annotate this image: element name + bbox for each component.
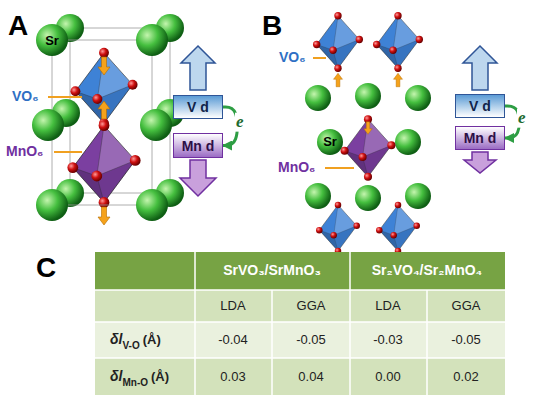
row-label-subscript: Mn-O bbox=[122, 377, 148, 388]
energy-up-arrow bbox=[181, 46, 215, 90]
energy-level-box: V d bbox=[455, 94, 505, 118]
octahedron-label: VO₆ bbox=[12, 89, 39, 104]
octahedron-label: MnO₆ bbox=[278, 160, 315, 175]
energy-level-box: Mn d bbox=[173, 133, 223, 158]
mno6-octahedron bbox=[341, 115, 396, 181]
panel-letter: A bbox=[8, 11, 28, 42]
table-header: SrVO₃/SrMnO₃ bbox=[223, 263, 321, 278]
row-label-subscript: V-O bbox=[122, 340, 139, 351]
atom-label: Sr bbox=[45, 34, 59, 48]
table-header: Sr₂VO₄/Sr₂MnO₄ bbox=[372, 263, 483, 278]
distortion-arrow bbox=[334, 73, 403, 134]
energy-level-box: V d bbox=[173, 95, 223, 119]
level-label: V d bbox=[187, 99, 209, 115]
leader-line bbox=[325, 167, 354, 169]
panel-letter: B bbox=[262, 11, 282, 42]
row-label: δl bbox=[110, 332, 122, 347]
vo6-octahedron bbox=[373, 12, 423, 72]
octahedron-label: MnO₆ bbox=[6, 144, 43, 159]
leader-line bbox=[54, 151, 82, 153]
table-cell: 0.02 bbox=[453, 370, 478, 384]
vo6-octahedron bbox=[313, 12, 363, 72]
table-cell: GGA bbox=[452, 299, 481, 313]
vo6-octahedron bbox=[316, 202, 360, 255]
table-cell: -0.03 bbox=[373, 333, 403, 347]
sr-atoms-back bbox=[52, 14, 184, 207]
energy-down-arrow bbox=[180, 160, 216, 196]
level-label: V d bbox=[469, 98, 491, 114]
octahedron-label: VO₆ bbox=[279, 50, 306, 65]
vo6-octahedron bbox=[376, 202, 420, 255]
row-label: δl bbox=[110, 369, 122, 384]
table-cell: -0.04 bbox=[218, 333, 248, 347]
edge-label: e bbox=[517, 109, 527, 128]
distortion-arrow bbox=[98, 57, 110, 225]
table-cell: -0.05 bbox=[296, 333, 326, 347]
table-cell: LDA bbox=[220, 299, 245, 313]
leader-line bbox=[48, 96, 82, 98]
row-label-unit: (Å) bbox=[151, 370, 169, 384]
panel-letter: C bbox=[36, 253, 56, 284]
level-label: Mn d bbox=[182, 138, 215, 154]
table-cell: 0.00 bbox=[375, 370, 400, 384]
energy-level-box: Mn d bbox=[455, 126, 505, 150]
sr-atoms bbox=[32, 24, 172, 221]
table-cell: -0.05 bbox=[451, 333, 481, 347]
table-cell: LDA bbox=[375, 299, 400, 313]
unit-cell bbox=[52, 40, 152, 205]
level-label: Mn d bbox=[464, 130, 497, 146]
leader-line bbox=[313, 57, 326, 59]
energy-up-arrow bbox=[463, 46, 497, 90]
table-cell: 0.04 bbox=[298, 370, 323, 384]
table-grid bbox=[95, 252, 505, 395]
atom-label: Sr bbox=[323, 135, 337, 149]
table-cell: GGA bbox=[297, 299, 326, 313]
sr-atoms bbox=[305, 129, 431, 211]
vo6-octahedron bbox=[70, 48, 137, 128]
row-label-unit: (Å) bbox=[143, 333, 161, 347]
table-cell: 0.03 bbox=[220, 370, 245, 384]
energy-down-arrow bbox=[464, 152, 496, 173]
mno6-octahedron bbox=[67, 120, 140, 208]
edge-label: e bbox=[235, 113, 245, 132]
